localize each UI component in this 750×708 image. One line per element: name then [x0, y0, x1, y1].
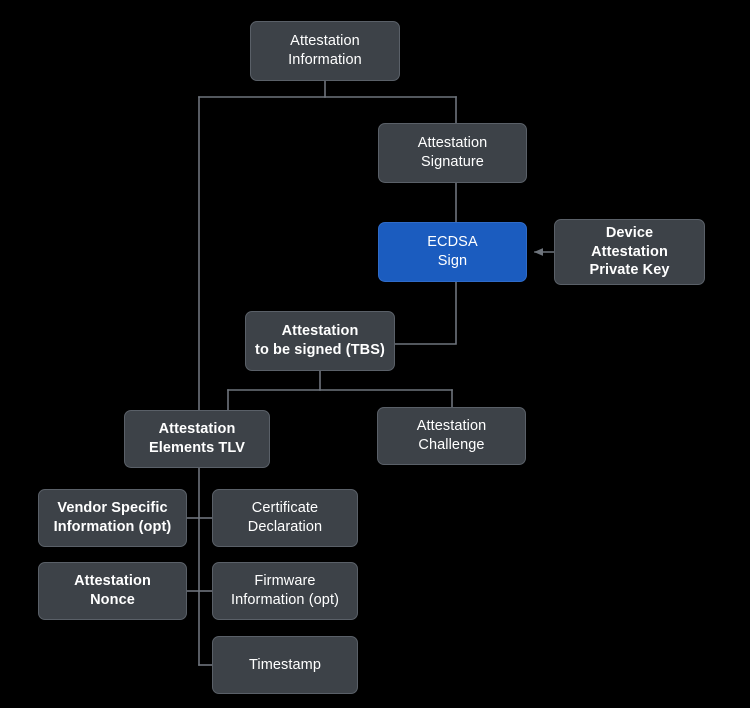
node-device-attestation-private-key[interactable]: Device Attestation Private Key: [554, 219, 705, 285]
node-attestation-signature[interactable]: Attestation Signature: [378, 123, 527, 183]
node-label: Attestation Elements TLV: [148, 421, 245, 456]
node-attestation-elements-tlv[interactable]: Attestation Elements TLV: [124, 410, 270, 468]
node-label: ECDSA Sign: [427, 234, 478, 269]
node-label: Attestation Nonce: [74, 573, 151, 608]
node-label: Attestation Challenge: [416, 418, 487, 453]
node-label: Firmware Information (opt): [230, 573, 340, 608]
node-label: Device Attestation Private Key: [589, 225, 670, 279]
edge-layer: [186, 80, 555, 666]
node-certificate-declaration[interactable]: Certificate Declaration: [212, 489, 358, 547]
node-attestation-challenge[interactable]: Attestation Challenge: [377, 407, 526, 465]
node-label: Certificate Declaration: [247, 500, 323, 535]
node-attestation-to-be-signed[interactable]: Attestation to be signed (TBS): [245, 311, 395, 371]
node-firmware-information[interactable]: Firmware Information (opt): [212, 562, 358, 620]
node-timestamp[interactable]: Timestamp: [212, 636, 358, 694]
node-label: Attestation Information: [288, 33, 362, 68]
node-label: Attestation Signature: [417, 135, 488, 170]
node-vendor-specific-information[interactable]: Vendor Specific Information (opt): [38, 489, 187, 547]
node-attestation-information[interactable]: Attestation Information: [250, 21, 400, 81]
node-ecdsa-sign[interactable]: ECDSA Sign: [378, 222, 527, 282]
edge-ecdsa-to-tbs: [394, 281, 457, 345]
node-label: Vendor Specific Information (opt): [53, 500, 172, 535]
node-label: Attestation to be signed (TBS): [255, 323, 385, 358]
node-attestation-nonce[interactable]: Attestation Nonce: [38, 562, 187, 620]
node-label: Timestamp: [248, 656, 322, 673]
